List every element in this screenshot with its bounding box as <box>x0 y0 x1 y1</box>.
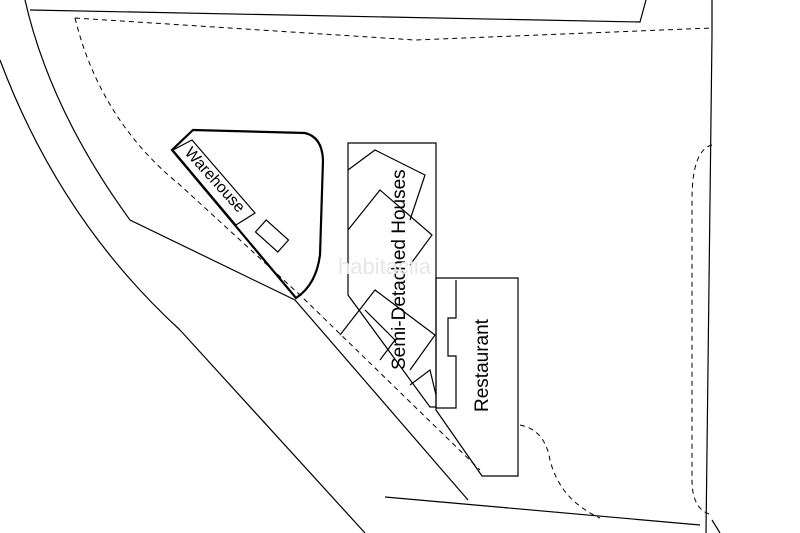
watermark: habitaclia <box>338 254 432 279</box>
right-parcel-line <box>705 0 713 533</box>
semi-detached-label: Semi-Detached Houses <box>389 169 410 370</box>
road-edge-inner <box>24 0 469 501</box>
corner-marker <box>711 519 721 533</box>
warehouse-small-box <box>254 219 290 253</box>
semi-detached-outline <box>347 142 437 408</box>
warehouse-inner-room <box>172 139 256 226</box>
top-parcel-line <box>29 0 647 23</box>
house-divider-4 <box>364 309 396 361</box>
warehouse-label: Warehouse <box>181 144 248 216</box>
house-divider-5 <box>409 368 437 396</box>
restaurant-outline <box>435 277 519 477</box>
restaurant-inner-edge <box>436 280 457 409</box>
restaurant-label: Restaurant <box>472 318 493 412</box>
warehouse-outline <box>170 128 325 300</box>
house-divider-2 <box>347 189 433 266</box>
house-divider-3 <box>339 289 436 371</box>
house-divider-1 <box>347 149 426 221</box>
right-dashed-curve <box>691 144 713 516</box>
road-dashed-edge <box>74 17 481 471</box>
road-edge-outer <box>0 59 366 533</box>
bottom-boundary-line <box>384 496 701 526</box>
bottom-dashed-line <box>519 424 601 519</box>
